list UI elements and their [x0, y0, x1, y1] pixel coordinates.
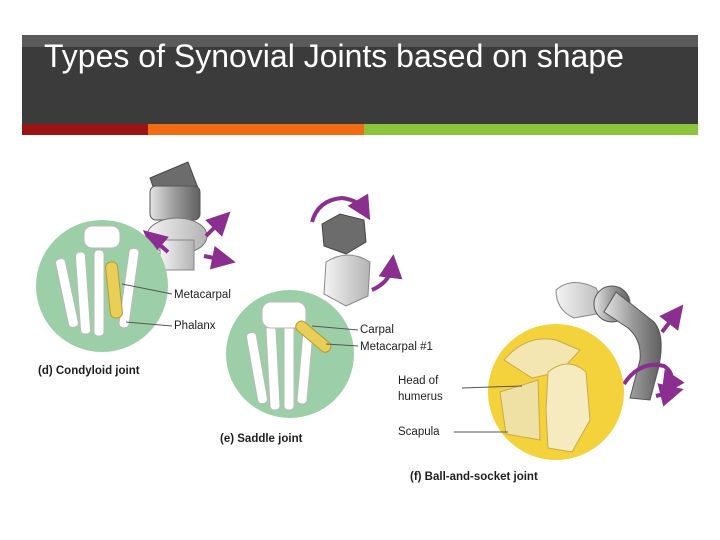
caption-ball-and-socket: (f) Ball-and-socket joint [410, 471, 538, 483]
saddle-hand [226, 290, 354, 418]
condyloid-leaders [121, 283, 173, 327]
label-scapula: Scapula [398, 426, 440, 438]
condyloid-hand [36, 220, 168, 352]
label-humerus: humerus [398, 391, 443, 403]
title-bar-top-stripe [22, 35, 698, 47]
accent-bar-orange [148, 124, 364, 135]
label-carpal: Carpal [360, 324, 394, 336]
title-bar [22, 35, 698, 124]
slide-title: Types of Synovial Joints based on shape [44, 38, 624, 74]
shoulder-illustration [488, 324, 624, 460]
ball-socket-model [555, 282, 662, 401]
ball-socket-leaders [454, 385, 523, 433]
label-phalanx: Phalanx [174, 320, 216, 332]
label-metacarpal: Metacarpal [174, 289, 231, 301]
accent-bar-green [364, 124, 698, 135]
condyloid-model [146, 161, 208, 271]
caption-condyloid: (d) Condyloid joint [38, 365, 140, 377]
saddle-leaders [311, 325, 359, 347]
caption-saddle: (e) Saddle joint [220, 433, 303, 445]
label-head-of: Head of [398, 375, 439, 387]
condyloid-arrows [142, 211, 236, 270]
saddle-arrows [310, 193, 403, 292]
accent-bar-red [22, 124, 148, 135]
label-metacarpal-1: Metacarpal #1 [360, 341, 433, 353]
saddle-model [321, 213, 371, 307]
